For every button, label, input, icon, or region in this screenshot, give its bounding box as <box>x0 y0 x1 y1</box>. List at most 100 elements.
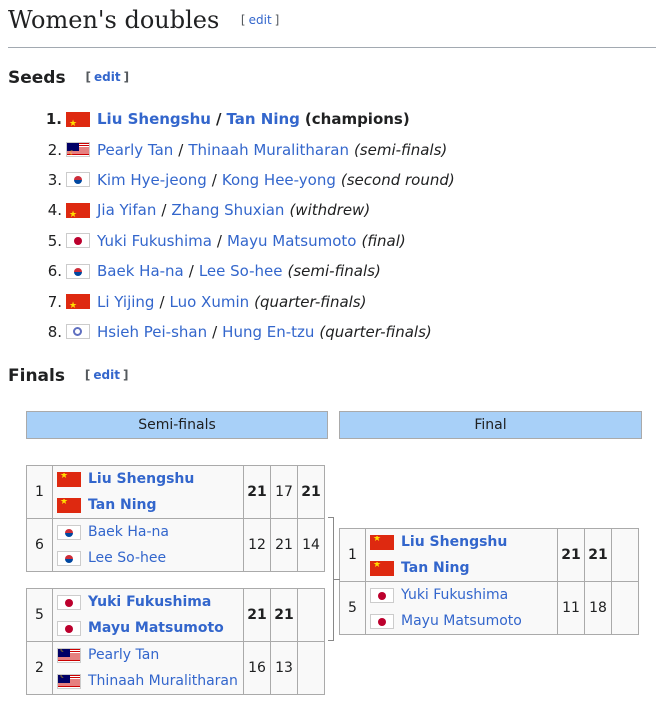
player-link[interactable]: Kong Hee-yong <box>221 170 336 189</box>
player-link[interactable]: Yuki Fukushima <box>97 231 212 250</box>
game-score: 12 <box>243 518 271 572</box>
flag-icon <box>66 294 90 310</box>
player-link[interactable]: Yuki Fukushima <box>88 594 212 610</box>
seed-number: 6. <box>47 262 62 281</box>
seeds-title: Seeds <box>8 68 66 88</box>
edit-link[interactable]: edit <box>94 70 121 84</box>
player-link[interactable]: Liu Shengshu <box>88 471 195 487</box>
player-link[interactable]: Pearly Tan <box>88 647 160 663</box>
separator: / <box>159 292 165 311</box>
seed-item: 5.Yuki Fukushima/Mayu Matsumoto(final) <box>40 226 455 256</box>
player-link[interactable]: Liu Shengshu <box>97 110 211 129</box>
seed-result: (final) <box>361 231 406 250</box>
player-link[interactable]: Baek Ha-na <box>97 262 184 281</box>
player-link[interactable]: Li Yijing <box>97 292 155 311</box>
player-link[interactable]: Kim Hye-jeong <box>97 170 207 189</box>
player-link[interactable]: Liu Shengshu <box>401 534 508 550</box>
game-score: 21 <box>243 465 271 519</box>
team-seed: 1 <box>339 528 366 582</box>
seed-item: 4. Jia Yifan/Zhang Shuxian(withdrew) <box>40 195 455 225</box>
player-link[interactable]: Thinaah Muralitharan <box>188 140 349 159</box>
game-score: 21 <box>557 528 585 582</box>
edit-link[interactable]: edit <box>248 13 272 27</box>
team-seed: 5 <box>339 581 366 635</box>
finals-title: Finals <box>8 366 65 386</box>
separator: / <box>211 170 217 189</box>
flag-icon <box>370 613 394 629</box>
player-link[interactable]: Mayu Matsumoto <box>401 613 522 629</box>
flag-icon <box>370 587 394 603</box>
player-link[interactable]: Tan Ning <box>226 110 300 129</box>
player-link[interactable]: Jia Yifan <box>97 201 157 220</box>
player-link[interactable]: Lee So-hee <box>198 262 283 281</box>
seed-number: 4. <box>47 201 62 220</box>
seed-result: (quarter-finals) <box>319 322 432 341</box>
game-score: 21 <box>270 588 298 642</box>
player-link[interactable]: Thinaah Muralitharan <box>88 673 238 689</box>
game-score: 13 <box>270 641 298 695</box>
bracket-connector <box>328 517 334 641</box>
edit-section-link: [edit] <box>85 70 130 84</box>
game-score: 14 <box>297 518 325 572</box>
team-players: Liu ShengshuTan Ning <box>365 528 558 582</box>
seed-result: (withdrew) <box>289 201 371 220</box>
player-link[interactable]: Hsieh Pei-shan <box>97 322 208 341</box>
flag-icon <box>370 534 394 550</box>
player-link[interactable]: Tan Ning <box>401 560 470 576</box>
seed-result: (champions) <box>304 110 410 129</box>
separator: / <box>216 231 222 250</box>
player-link[interactable]: Mayu Matsumoto <box>226 231 357 250</box>
game-score <box>297 641 325 695</box>
seed-result: (semi-finals) <box>287 262 381 281</box>
player-link[interactable]: Tan Ning <box>88 497 157 513</box>
seed-number: 2. <box>47 140 62 159</box>
game-score <box>611 528 639 582</box>
section-heading: Women's doubles [edit] <box>8 6 656 48</box>
flag-icon <box>57 647 81 663</box>
flag-icon <box>57 471 81 487</box>
team-seed: 5 <box>26 588 53 642</box>
flag-icon <box>66 142 90 158</box>
game-score: 21 <box>243 588 271 642</box>
flag-icon <box>66 172 90 188</box>
edit-link[interactable]: edit <box>93 368 120 382</box>
bracket-connector <box>334 579 340 580</box>
separator: / <box>161 201 167 220</box>
game-score: 18 <box>584 581 612 635</box>
flag-icon <box>57 524 81 540</box>
player-link[interactable]: Zhang Shuxian <box>171 201 285 220</box>
player-link[interactable]: Mayu Matsumoto <box>88 620 224 636</box>
seeds-list: 1. Liu Shengshu / Tan Ning(champions) 2. Pea… <box>40 104 455 347</box>
game-score: 21 <box>270 518 298 572</box>
section-title: Women's doubles <box>8 6 220 34</box>
separator: / <box>188 262 194 281</box>
seed-item: 3.Kim Hye-jeong/Kong Hee-yong(second rou… <box>40 165 455 195</box>
edit-section-link: [edit] <box>84 368 129 382</box>
flag-icon <box>66 263 90 279</box>
game-score <box>611 581 639 635</box>
separator: / <box>212 322 218 341</box>
flag-icon <box>57 673 81 689</box>
player-link[interactable]: Lee So-hee <box>88 550 167 566</box>
seed-number: 1. <box>45 110 62 129</box>
seed-item: 2.Pearly Tan/Thinaah Muralitharan(semi-f… <box>40 134 455 164</box>
player-link[interactable]: Luo Xumin <box>169 292 250 311</box>
game-score: 21 <box>584 528 612 582</box>
player-link[interactable]: Hung En-tzu <box>222 322 315 341</box>
team-players: Liu ShengshuTan Ning <box>52 465 244 519</box>
finals-heading: Finals [edit] <box>8 366 128 386</box>
seed-item: 6. Baek Ha-na/Lee So-hee(semi-finals) <box>40 256 455 286</box>
seed-result: (quarter-finals) <box>254 292 367 311</box>
player-link[interactable]: Yuki Fukushima <box>401 587 509 603</box>
player-link[interactable]: Pearly Tan <box>97 140 174 159</box>
player-link[interactable]: Baek Ha-na <box>88 524 169 540</box>
flag-icon <box>66 233 90 249</box>
